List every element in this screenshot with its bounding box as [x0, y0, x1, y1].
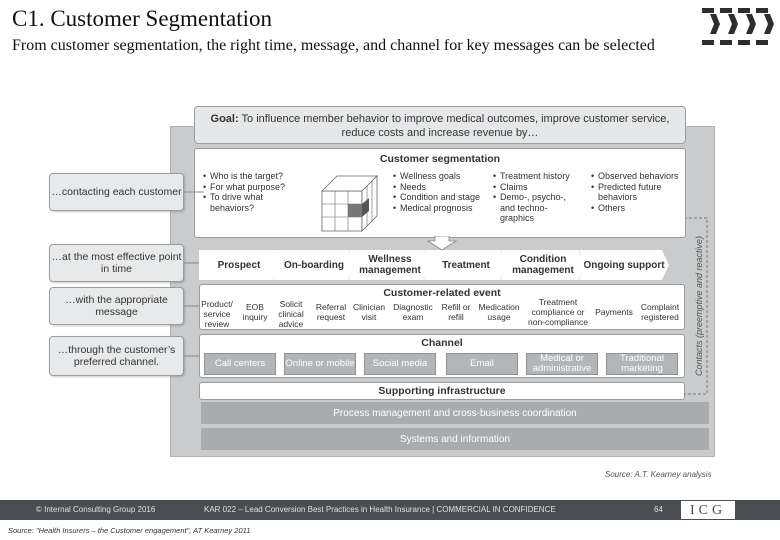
list-item: Treatment history — [493, 171, 581, 182]
list-item: Wellness goals — [393, 171, 483, 182]
event-item: Product/ service review — [201, 299, 233, 329]
list-item: Predicted future behaviors — [591, 182, 681, 203]
segmentation-block: Customer segmentation Who is the target?… — [194, 148, 686, 238]
list-item: Who is the target? — [203, 171, 298, 182]
stage-ongoing: Ongoing support — [579, 250, 669, 280]
segmentation-col1: Wellness goals Needs Condition and stage… — [393, 171, 483, 213]
event-item: Clinician visit — [352, 302, 386, 322]
event-block: Customer-related event Product/ service … — [199, 284, 685, 330]
segmentation-heading: Customer segmentation — [379, 153, 501, 165]
list-item: To drive what behaviors? — [203, 192, 298, 213]
list-item: Demo-, psycho-, and techno-graphics — [493, 192, 581, 224]
stage-wellness: Wellness management — [349, 250, 431, 280]
channel-item: Email — [446, 353, 518, 375]
stage-condition: Condition management — [501, 250, 585, 280]
segmentation-questions: Who is the target? For what purpose? To … — [203, 171, 298, 213]
footer-page-number: 64 — [654, 505, 663, 514]
infrastructure-bar-process: Process management and cross-business co… — [201, 402, 709, 424]
event-item: Medication usage — [478, 302, 520, 322]
infrastructure-bar-systems: Systems and information — [201, 428, 709, 450]
page-subtitle: From customer segmentation, the right ti… — [12, 37, 655, 54]
event-item: Treatment compliance or non-compliance — [527, 297, 588, 327]
list-item: Needs — [393, 182, 483, 193]
event-item: Payments — [595, 307, 633, 317]
event-heading: Customer-related event — [383, 287, 501, 299]
list-item: Medical prognosis — [393, 203, 483, 214]
footer-logo: ICG — [680, 500, 736, 520]
channel-heading: Channel — [421, 337, 463, 349]
source-note: Source: "Health Insurers – the Customer … — [8, 526, 251, 535]
channel-block: Channel Call centers Online or mobile So… — [199, 334, 685, 378]
infrastructure-heading: Supporting infrastructure — [378, 385, 506, 397]
footer-bar: © Internal Consulting Group 2016 KAR 022… — [0, 500, 780, 520]
down-arrow-icon — [427, 236, 457, 250]
customer-segmentation-diagram: Contacts (preemptive and reactive) Goal:… — [49, 106, 717, 466]
segmentation-cube-icon — [321, 175, 378, 232]
footer-document: KAR 022 – Lead Conversion Best Practices… — [204, 505, 556, 514]
event-item: Referral request — [315, 302, 347, 322]
contacts-bracket — [679, 217, 708, 395]
brand-chevrons-logo — [702, 8, 774, 45]
channel-item: Social media — [364, 353, 436, 375]
left-box-timing: …at the most effective point in time — [49, 244, 184, 282]
goal-box: Goal: To influence member behavior to im… — [194, 106, 686, 144]
channel-item: Online or mobile — [284, 353, 356, 375]
channel-item: Medical or administrative — [526, 353, 598, 375]
channel-item: Traditional marketing — [606, 353, 678, 375]
list-item: Observed behaviors — [591, 171, 681, 182]
left-box-message: …with the appropriate message — [49, 287, 184, 325]
event-item: Solicit clinical advice — [278, 299, 304, 329]
left-box-contacting: …contacting each customer — [49, 173, 184, 211]
stage-prospect: Prospect — [199, 250, 279, 280]
goal-label: Goal: — [210, 113, 239, 125]
stage-treatment: Treatment — [425, 250, 507, 280]
left-box-channel: …through the customer’s preferred channe… — [49, 336, 184, 376]
event-item: Complaint registered — [640, 302, 680, 322]
page-title: C1. Customer Segmentation — [12, 6, 273, 31]
segmentation-col2: Treatment history Claims Demo-, psycho-,… — [493, 171, 581, 224]
infrastructure-block: Supporting infrastructure — [199, 382, 685, 400]
diagram-source: Source: A.T. Kearney analysis — [605, 470, 712, 479]
segmentation-col3: Observed behaviors Predicted future beha… — [591, 171, 681, 213]
event-item: Refill or refill — [441, 302, 471, 322]
list-item: Condition and stage — [393, 192, 483, 203]
event-item: EOB inquiry — [242, 302, 268, 322]
goal-text: To influence member behavior to improve … — [238, 113, 670, 139]
list-item: Claims — [493, 182, 581, 193]
event-item: Diagnostic exam — [393, 302, 433, 322]
contacts-label: Contacts (preemptive and reactive) — [694, 235, 704, 377]
footer-copyright: © Internal Consulting Group 2016 — [36, 505, 156, 514]
list-item: For what purpose? — [203, 182, 298, 193]
stage-onboarding: On-boarding — [273, 250, 355, 280]
channel-item: Call centers — [204, 353, 276, 375]
list-item: Others — [591, 203, 681, 214]
